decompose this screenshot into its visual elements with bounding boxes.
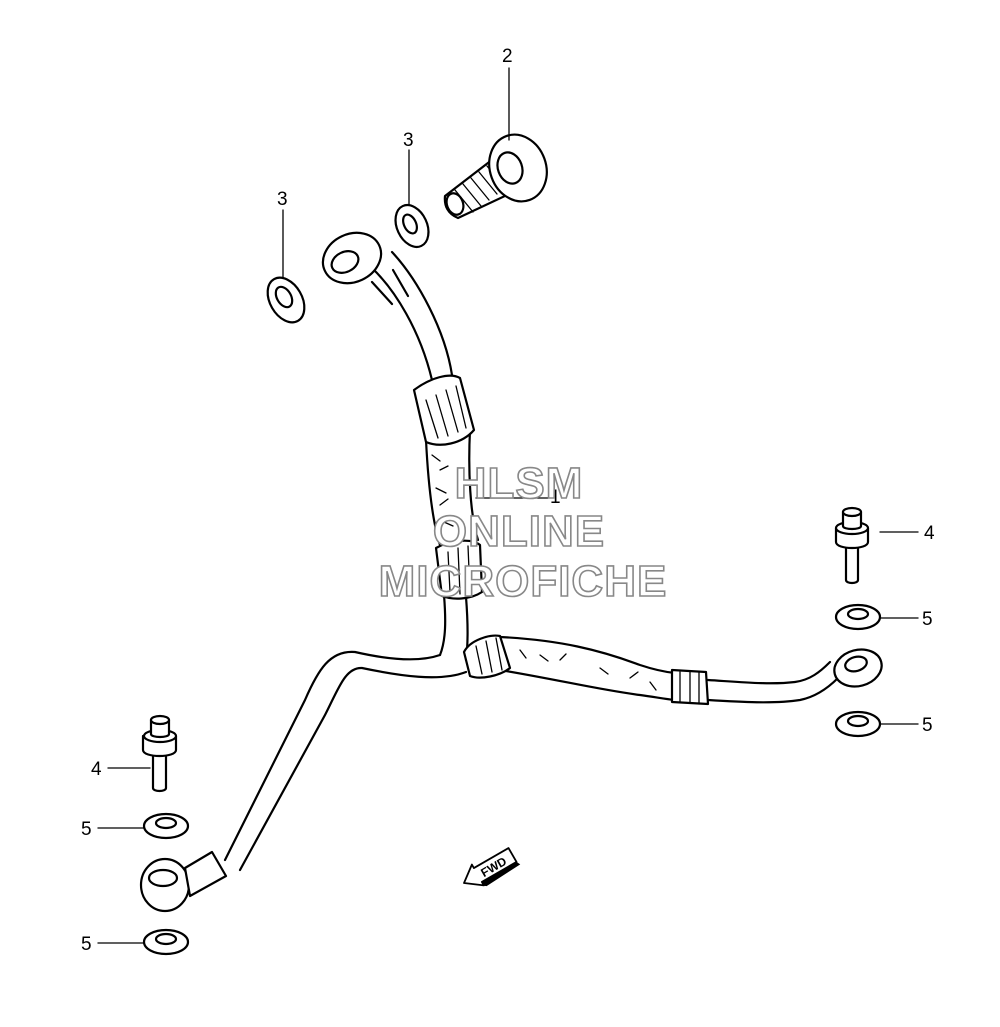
crush-washer-upper-right[interactable] bbox=[389, 200, 435, 253]
forward-arrow: FWD bbox=[463, 847, 521, 887]
watermark: HLSM ONLINE MICROFICHE bbox=[378, 458, 668, 607]
callout-union-bolt: 2 bbox=[502, 46, 513, 67]
callout-washer-upper-right: 3 bbox=[403, 130, 414, 151]
callout-washer-right-lower: 5 bbox=[922, 715, 933, 736]
callout-bolt-left: 4 bbox=[91, 759, 102, 780]
callout-washer-upper-left: 3 bbox=[277, 189, 288, 210]
watermark-line-2: ONLINE bbox=[433, 507, 605, 556]
callout-bolt-right: 4 bbox=[924, 523, 935, 544]
washer-left-upper[interactable] bbox=[142, 812, 190, 840]
crush-washer-upper-left[interactable] bbox=[260, 271, 312, 329]
callout-washer-left-lower: 5 bbox=[81, 934, 92, 955]
hose-assembly[interactable] bbox=[139, 224, 886, 913]
bolt-right[interactable] bbox=[834, 506, 870, 585]
bolt-left[interactable] bbox=[141, 714, 178, 793]
callout-hose-assy: 1 bbox=[550, 487, 561, 508]
washer-right-upper[interactable] bbox=[834, 603, 882, 631]
callout-washer-right-upper: 5 bbox=[922, 609, 933, 630]
washer-right-lower[interactable] bbox=[834, 710, 882, 738]
union-bolt[interactable] bbox=[443, 126, 556, 220]
callout-washer-left-upper: 5 bbox=[81, 819, 92, 840]
watermark-line-1: HLSM bbox=[455, 459, 584, 508]
watermark-line-3: MICROFICHE bbox=[379, 557, 668, 606]
leader-lines bbox=[97, 67, 919, 944]
washer-left-lower[interactable] bbox=[142, 928, 190, 956]
